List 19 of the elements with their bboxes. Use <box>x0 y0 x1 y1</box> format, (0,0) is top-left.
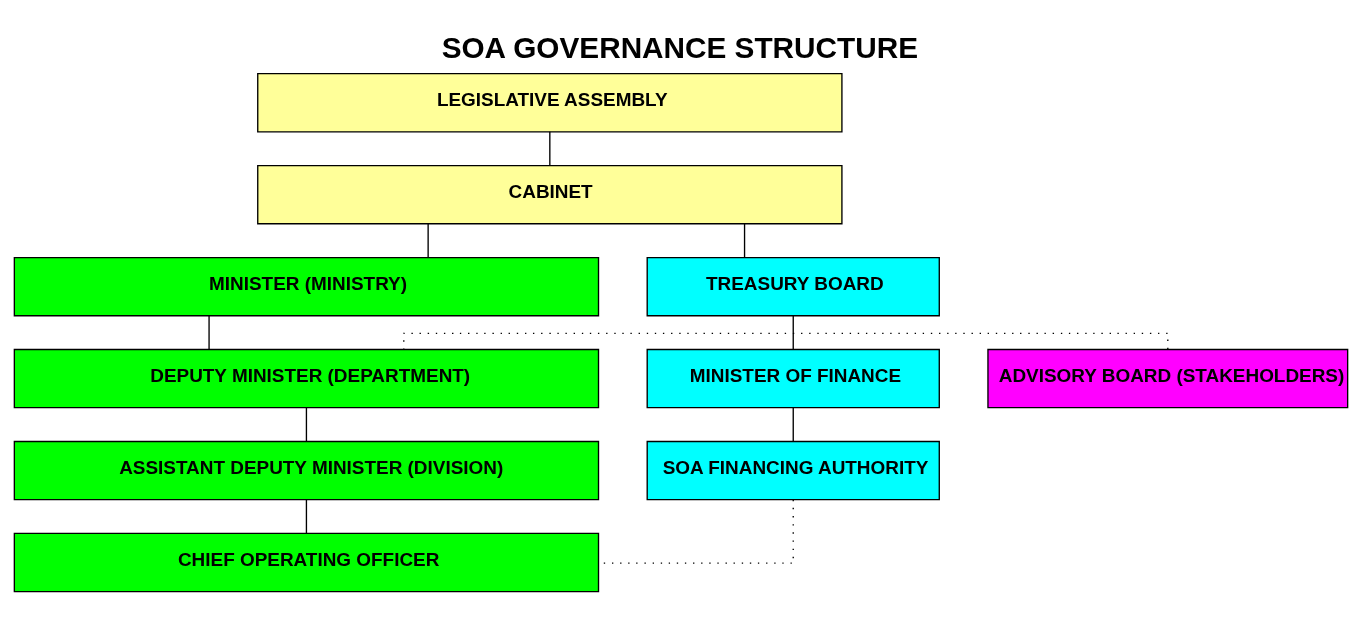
connector <box>305 499 308 534</box>
node-box: DEPUTY MINISTER (DEPARTMENT) <box>13 348 600 409</box>
connector <box>427 223 429 259</box>
connector <box>792 407 794 442</box>
connector <box>305 407 308 442</box>
connector <box>208 315 210 351</box>
node-box: MINISTER OF FINANCE <box>646 348 940 409</box>
node-box: CABINET <box>257 164 843 225</box>
node-box: LEGISLATIVE ASSEMBLY <box>257 73 843 133</box>
node-box: MINISTER (MINISTRY) <box>13 256 600 317</box>
node-box: CHIEF OPERATING OFFICER <box>13 532 600 593</box>
diagram-title: SOA GOVERNANCE STRUCTURE <box>441 31 918 65</box>
node-box: SOA FINANCING AUTHORITY <box>646 440 940 501</box>
node-box: ASSISTANT DEPUTY MINISTER (DIVISION) <box>13 440 600 501</box>
node-box: ADVISORY BOARD (STAKEHOLDERS) <box>987 348 1349 409</box>
node-box: TREASURY BOARD <box>646 256 940 317</box>
connector <box>743 223 746 259</box>
connector <box>549 131 551 167</box>
connector <box>792 315 794 351</box>
